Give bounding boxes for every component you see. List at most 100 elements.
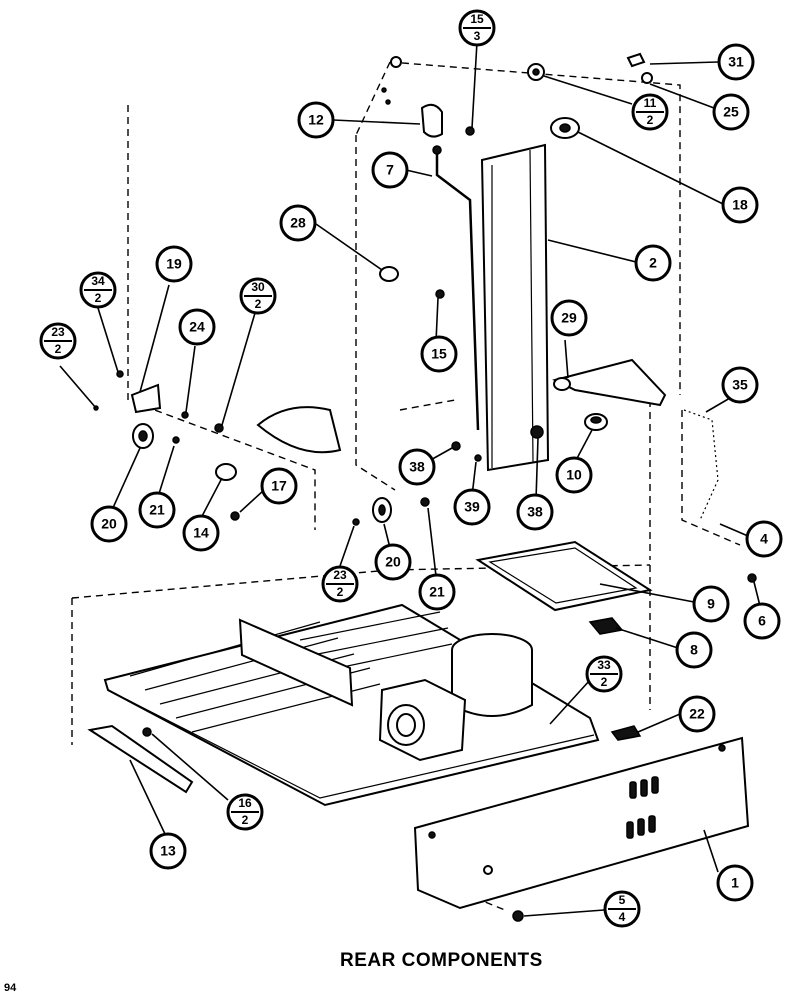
svg-text:8: 8	[690, 642, 698, 658]
part-7-tube	[432, 145, 480, 431]
callout-19: 19	[155, 245, 193, 283]
svg-text:29: 29	[561, 310, 577, 326]
callout-29: 29	[550, 299, 588, 337]
callout-38-upper: 38	[398, 448, 436, 486]
svg-text:2: 2	[649, 255, 657, 271]
svg-text:23: 23	[333, 568, 347, 582]
callout-2: 2	[634, 244, 672, 282]
page-number: 94	[4, 982, 17, 994]
callout-39: 39	[453, 488, 491, 526]
part-condenser-fan-bracket	[256, 406, 342, 454]
callout-35: 35	[721, 366, 759, 404]
part-2-drain-trough	[480, 143, 550, 472]
svg-text:9: 9	[707, 596, 715, 612]
part-12-clip	[420, 103, 443, 138]
svg-text:3: 3	[474, 29, 481, 43]
svg-text:15: 15	[470, 12, 484, 26]
svg-text:20: 20	[101, 516, 117, 532]
callout-8: 8	[675, 631, 713, 669]
callout-11-over-2: 11 2	[631, 93, 669, 131]
svg-text:19: 19	[166, 256, 182, 272]
callout-12: 12	[297, 101, 335, 139]
svg-text:31: 31	[728, 54, 744, 70]
callout-6: 6	[743, 602, 781, 640]
svg-text:13: 13	[160, 843, 176, 859]
callout-5-over-4: 5 4	[603, 890, 641, 928]
part-14-clip	[215, 463, 237, 481]
part-9-drain-pan	[475, 540, 653, 612]
svg-text:14: 14	[193, 525, 209, 541]
part-18-grommet	[550, 117, 580, 139]
svg-text:2: 2	[601, 675, 608, 689]
svg-text:2: 2	[95, 291, 102, 305]
callout-4: 4	[745, 520, 783, 558]
callout-34-over-2: 34 2	[79, 271, 117, 309]
svg-text:2: 2	[647, 113, 654, 127]
callout-10: 10	[555, 456, 593, 494]
svg-text:38: 38	[409, 459, 425, 475]
svg-text:25: 25	[723, 104, 739, 120]
svg-text:34: 34	[91, 274, 105, 288]
svg-text:2: 2	[242, 813, 249, 827]
diagram-title: REAR COMPONENTS	[340, 950, 543, 971]
svg-text:2: 2	[55, 342, 62, 356]
part-11-grommet	[527, 63, 545, 81]
callout-28: 28	[279, 204, 317, 242]
part-13-bracket	[87, 724, 194, 794]
svg-text:11: 11	[644, 96, 657, 110]
callout-24: 24	[178, 308, 216, 346]
svg-text:28: 28	[290, 215, 306, 231]
callout-13: 13	[149, 832, 187, 870]
svg-text:1: 1	[731, 875, 739, 891]
svg-text:4: 4	[760, 531, 768, 547]
callout-23-over-2-left: 23 2	[39, 322, 77, 360]
callout-31: 31	[717, 43, 755, 81]
callout-7: 7	[371, 151, 409, 189]
part-10-grommet	[584, 413, 608, 431]
part-31-screw	[626, 52, 653, 84]
callouts: 31 25 15 3 11 2 12 18 7	[39, 9, 783, 928]
svg-text:12: 12	[308, 112, 324, 128]
callout-30-over-2: 30 2	[239, 277, 277, 315]
svg-text:5: 5	[619, 893, 626, 907]
svg-text:33: 33	[597, 658, 611, 672]
callout-9: 9	[692, 585, 730, 623]
svg-text:18: 18	[732, 197, 748, 213]
svg-text:10: 10	[566, 467, 582, 483]
svg-text:17: 17	[271, 478, 287, 494]
svg-text:23: 23	[51, 325, 65, 339]
callout-21-left: 21	[138, 491, 176, 529]
part-29-bracket	[552, 358, 667, 407]
part-28-plug	[379, 266, 399, 282]
part-condenser-base-assembly	[103, 603, 600, 807]
svg-text:16: 16	[238, 796, 252, 810]
svg-text:21: 21	[149, 502, 165, 518]
callout-22: 22	[678, 695, 716, 733]
svg-text:35: 35	[732, 377, 748, 393]
callout-25: 25	[712, 93, 750, 131]
svg-text:22: 22	[689, 706, 705, 722]
callout-15-over-3: 15 3	[458, 9, 496, 47]
callout-20-left: 20	[90, 505, 128, 543]
part-8-pad	[588, 617, 624, 635]
compressor	[451, 633, 533, 717]
svg-text:2: 2	[255, 297, 262, 311]
svg-text:15: 15	[431, 346, 447, 362]
callout-17: 17	[260, 467, 298, 505]
svg-text:24: 24	[189, 319, 205, 335]
callout-38-lower: 38	[516, 493, 554, 531]
fan-motor	[378, 678, 467, 762]
callout-1: 1	[716, 864, 754, 902]
part-22-clip	[610, 725, 642, 741]
svg-text:30: 30	[251, 280, 265, 294]
callout-33-over-2: 33 2	[585, 655, 623, 693]
callout-21-center: 21	[418, 573, 456, 611]
callout-23-over-2-center: 23 2	[321, 565, 359, 603]
callout-16-over-2: 16 2	[226, 793, 264, 831]
svg-text:6: 6	[758, 613, 766, 629]
panel-slots	[428, 744, 726, 875]
callout-18: 18	[721, 186, 759, 224]
callout-20-center: 20	[374, 543, 412, 581]
callout-15: 15	[420, 335, 458, 373]
